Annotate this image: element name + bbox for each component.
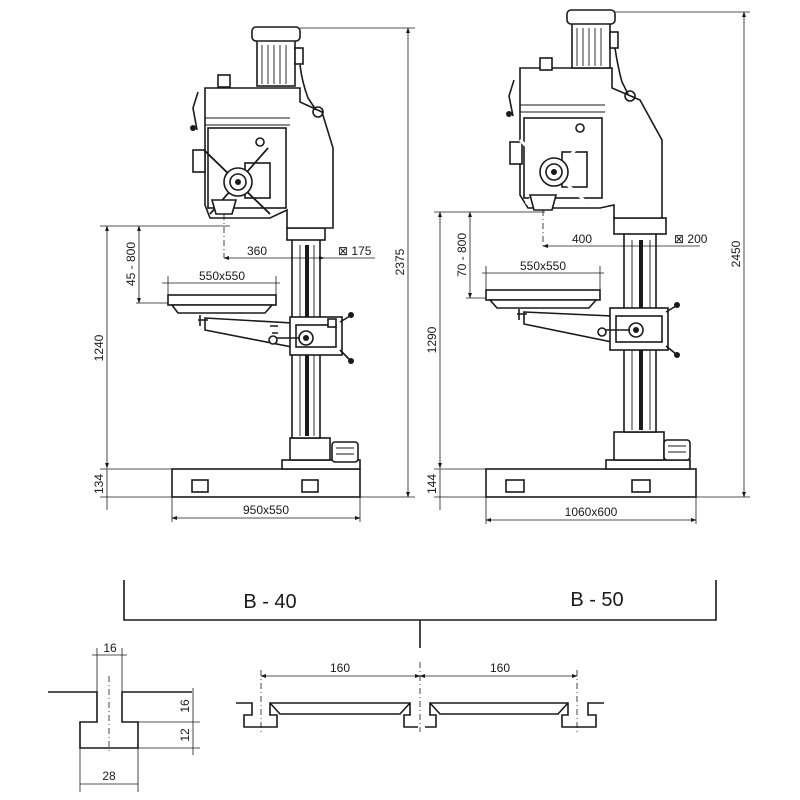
table-arm <box>523 311 613 343</box>
dimensions-b50: 2450 70 - 800 1290 144 400 ⊠ 200 550x550… <box>425 11 750 524</box>
dim-height-2450: 2450 <box>729 240 743 267</box>
tslot-bottom-width: 28 <box>102 769 116 783</box>
base-foot <box>505 479 525 493</box>
dim-reach-360: 360 <box>247 244 267 258</box>
feed-handwheel <box>203 137 271 215</box>
spindle <box>210 199 238 215</box>
machine-b50 <box>485 9 697 498</box>
dim-spindle-175: ⊠ 175 <box>338 244 372 258</box>
label-b40: B - 40 <box>243 591 296 613</box>
gear-knob <box>539 57 553 71</box>
dim-base-144: 144 <box>425 474 439 494</box>
lifting-eye <box>312 106 324 118</box>
column-foot <box>605 459 691 470</box>
dim-height-1290: 1290 <box>425 326 439 353</box>
work-table <box>485 289 601 301</box>
coolant-pump <box>331 441 359 463</box>
tslot-detail: 16 16 12 28 <box>48 641 200 792</box>
coolant-pump <box>663 439 691 461</box>
pitch-right: 160 <box>490 661 510 675</box>
dim-stroke-70-800: 70 - 800 <box>455 233 469 277</box>
dim-height-1240: 1240 <box>92 334 106 361</box>
dim-spindle-200: ⊠ 200 <box>674 232 708 246</box>
label-b50: B - 50 <box>570 589 623 611</box>
motor-box <box>294 47 304 65</box>
table-support <box>170 304 274 314</box>
gear-lever <box>192 91 199 131</box>
table-arm <box>204 317 293 348</box>
gear-knob <box>217 74 231 88</box>
base-foot <box>631 479 651 493</box>
dim-base-1060: 1060x600 <box>565 505 618 519</box>
base-foot <box>301 479 319 493</box>
motor <box>571 19 611 69</box>
dim-height-2375: 2375 <box>393 248 407 275</box>
lifting-eye <box>624 90 636 102</box>
tslot-top-width: 16 <box>103 641 117 655</box>
dim-table-550: 550x550 <box>199 269 245 283</box>
dim-base-950: 950x550 <box>243 503 289 517</box>
motor <box>256 35 296 87</box>
tslot-depth-12: 12 <box>178 728 192 742</box>
dimensions-b40: 2375 45 - 800 1240 134 360 ⊠ 175 550x550… <box>92 27 415 522</box>
column-foot-block <box>289 437 331 461</box>
head-panel <box>523 117 603 199</box>
dim-stroke-45-800: 45 - 800 <box>124 242 138 286</box>
switch-box <box>192 149 206 173</box>
column-collar <box>613 217 667 235</box>
switch-box <box>509 141 523 165</box>
base-foot <box>191 479 209 493</box>
table-support <box>488 299 598 309</box>
dim-base-134: 134 <box>92 474 106 494</box>
feed-handwheel <box>518 123 590 206</box>
table-section: 160 160 <box>236 661 604 732</box>
motor-cap <box>251 26 301 42</box>
model-bracket: B - 40 B - 50 <box>123 580 717 648</box>
column-foot-block <box>613 431 665 461</box>
tslot-depth-16: 16 <box>178 699 192 713</box>
head-panel <box>207 127 287 209</box>
dim-table-550: 550x550 <box>520 259 566 273</box>
pitch-left: 160 <box>330 661 350 675</box>
machine-b40 <box>167 26 361 498</box>
work-table <box>167 294 277 306</box>
spindle <box>528 194 558 211</box>
gear-lever <box>508 79 515 117</box>
motor-cap <box>566 9 616 25</box>
motor-box <box>609 31 619 49</box>
column-collar <box>286 227 326 241</box>
dim-reach-400: 400 <box>572 232 592 246</box>
